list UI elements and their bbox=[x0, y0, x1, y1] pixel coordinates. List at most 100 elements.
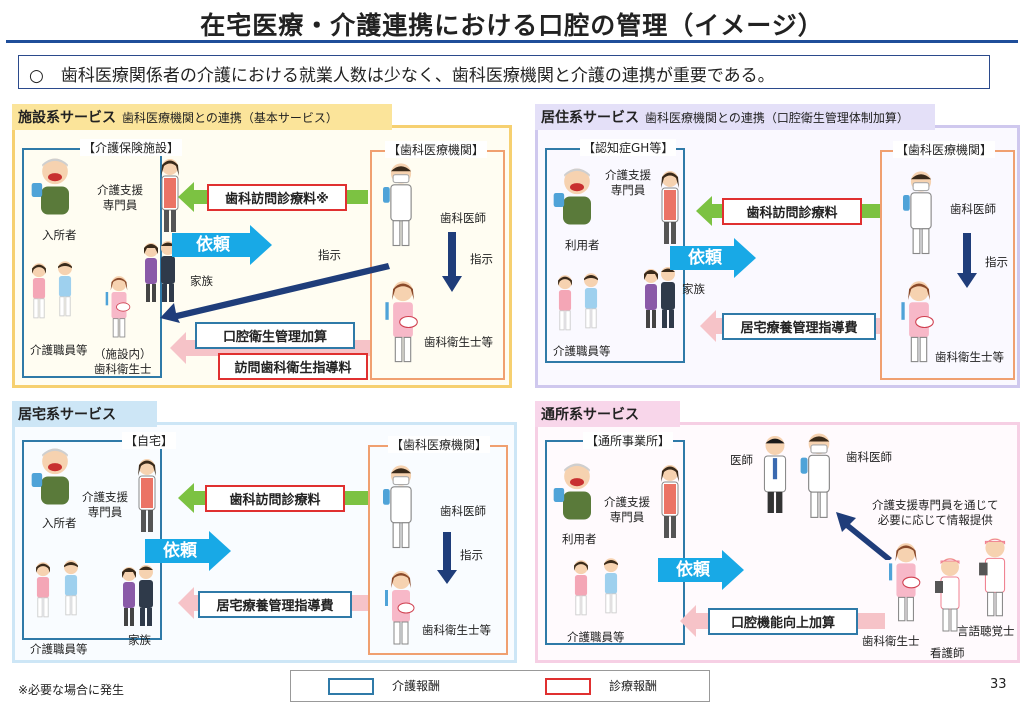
daycare-care-staff-label: 介護職員等 bbox=[567, 630, 625, 644]
residential-care-label: 【認知症GH等】 bbox=[580, 139, 677, 156]
residential-instruction-label: 指示 bbox=[985, 255, 1008, 269]
daycare-doctor-figure bbox=[756, 430, 794, 520]
legend-care-swatch bbox=[328, 678, 374, 695]
residential-request-arrow bbox=[670, 238, 756, 278]
page-title: 在宅医療・介護連携における口腔の管理（イメージ） bbox=[200, 11, 824, 40]
daycare-dentist-label: 歯科医師 bbox=[846, 450, 892, 464]
home-care-manager-figure bbox=[132, 456, 162, 536]
facility-dental-label: 【歯科医療機関】 bbox=[385, 141, 488, 158]
panel-residential-header: 居住系サービス歯科医療機関との連携（口腔衛生管理体制加算） bbox=[535, 104, 935, 130]
home-hygienist-figure bbox=[380, 568, 422, 648]
page-number: 33 bbox=[990, 677, 1007, 692]
residential-resident-figure bbox=[552, 165, 602, 235]
home-dental-label: 【歯科医療機関】 bbox=[388, 436, 491, 453]
facility-care-manager-label: 介護支援 専門員 bbox=[97, 183, 143, 212]
panel-residential-title: 居住系サービス bbox=[541, 110, 639, 126]
daycare-fee-oral-badge: 口腔機能向上加算 bbox=[708, 608, 858, 635]
home-staff-male bbox=[58, 551, 84, 625]
panel-residential-subtitle: 歯科医療機関との連携（口腔衛生管理体制加算） bbox=[645, 111, 909, 125]
home-fee-home-badge: 居宅療養管理指導費 bbox=[198, 591, 352, 618]
home-resident-label: 入所者 bbox=[42, 516, 77, 530]
facility-care-staff-label: 介護職員等 bbox=[30, 343, 88, 357]
facility-fee-guidance-badge: 訪問歯科衛生指導料 bbox=[218, 353, 368, 380]
facility-staff-female bbox=[26, 256, 52, 326]
residential-family-label: 家族 bbox=[682, 282, 705, 296]
facility-fee-oral-badge: 口腔衛生管理加算 bbox=[195, 322, 355, 349]
facility-instruction-down-arrow bbox=[442, 232, 462, 292]
panel-facility-header: 施設系サービス歯科医療機関との連携（基本サービス） bbox=[12, 104, 392, 130]
facility-fee-visit-badge: 歯科訪問診療料※ bbox=[207, 184, 347, 211]
panel-facility-subtitle: 歯科医療機関との連携（基本サービス） bbox=[122, 111, 338, 125]
summary-box: ○ 歯科医療関係者の介護における就業人数は少なく、歯科医療機関と介護の連携が重要… bbox=[18, 55, 990, 89]
daycare-info-label: 介護支援専門員を通じて 必要に応じて情報提供 bbox=[872, 498, 999, 527]
residential-fee-visit-badge: 歯科訪問診療料 bbox=[722, 198, 862, 225]
residential-staff-female bbox=[552, 268, 578, 338]
facility-hygienist-label: 歯科衛生士等 bbox=[424, 335, 493, 349]
home-care-label: 【自宅】 bbox=[122, 432, 177, 449]
daycare-info-arrow bbox=[836, 512, 892, 560]
residential-care-manager-figure bbox=[655, 168, 685, 248]
facility-care-label: 【介護保険施設】 bbox=[80, 139, 183, 156]
residential-hygienist-label: 歯科衛生士等 bbox=[935, 350, 1004, 364]
facility-family-label: 家族 bbox=[190, 274, 213, 288]
daycare-staff-female bbox=[568, 553, 594, 623]
home-request-label: 依頼 bbox=[163, 541, 197, 561]
panel-daycare-header: 通所系サービス bbox=[535, 401, 680, 427]
home-resident-figure bbox=[30, 445, 80, 515]
legend-box bbox=[290, 670, 710, 702]
home-request-arrow bbox=[145, 531, 231, 571]
legend-medical-swatch bbox=[545, 678, 591, 695]
daycare-st-label: 言語聴覚士 bbox=[957, 624, 1015, 638]
panel-daycare-title: 通所系サービス bbox=[541, 407, 639, 423]
home-dentist-figure bbox=[380, 462, 422, 552]
residential-hygienist-figure bbox=[898, 278, 940, 366]
facility-dentist-label: 歯科医師 bbox=[440, 211, 486, 225]
home-instruction-down-arrow bbox=[437, 532, 457, 584]
daycare-st-figure bbox=[975, 535, 1015, 620]
facility-instruction-diag-arrow bbox=[160, 263, 390, 323]
daycare-hygienist-figure bbox=[885, 540, 927, 625]
legend-care-label: 介護報酬 bbox=[392, 679, 441, 693]
facility-instruction-label: 指示 bbox=[470, 252, 493, 266]
facility-dentist-figure bbox=[380, 160, 422, 250]
residential-care-manager-label: 介護支援 専門員 bbox=[605, 168, 651, 197]
residential-request-label: 依頼 bbox=[688, 248, 722, 268]
home-care-manager-label: 介護支援 専門員 bbox=[82, 490, 128, 519]
daycare-care-manager-label: 介護支援 専門員 bbox=[604, 495, 650, 524]
residential-dentist-label: 歯科医師 bbox=[950, 202, 996, 216]
title-rule bbox=[6, 40, 1018, 43]
daycare-nurse-label: 看護師 bbox=[930, 646, 965, 660]
residential-care-staff-label: 介護職員等 bbox=[553, 344, 611, 358]
daycare-request-label: 依頼 bbox=[676, 560, 710, 580]
facility-resident-label: 入所者 bbox=[42, 228, 77, 242]
residential-dentist-figure bbox=[900, 168, 942, 258]
home-family-label: 家族 bbox=[128, 633, 151, 647]
facility-staff-male bbox=[52, 252, 78, 326]
daycare-resident-label: 利用者 bbox=[562, 532, 597, 546]
facility-instruction-diag-label: 指示 bbox=[318, 248, 341, 262]
daycare-dentist-figure bbox=[798, 430, 840, 522]
residential-resident-label: 利用者 bbox=[565, 238, 600, 252]
residential-dental-label: 【歯科医療機関】 bbox=[893, 141, 996, 158]
daycare-doctor-label: 医師 bbox=[730, 453, 753, 467]
residential-instruction-down-arrow bbox=[957, 233, 977, 288]
panel-home bbox=[12, 422, 517, 663]
facility-request-arrow bbox=[172, 225, 272, 265]
daycare-hygienist-label: 歯科衛生士 bbox=[862, 634, 920, 648]
facility-inhouse-hygienist-figure bbox=[104, 272, 134, 342]
facility-request-label: 依頼 bbox=[196, 235, 230, 255]
residential-staff-male bbox=[578, 264, 604, 338]
panel-home-header: 居宅系サービス bbox=[12, 401, 157, 427]
home-staff-female bbox=[30, 555, 56, 625]
footnote: ※必要な場合に発生 bbox=[18, 683, 125, 697]
legend-medical-label: 診療報酬 bbox=[609, 679, 658, 693]
daycare-care-manager-figure bbox=[655, 462, 685, 542]
daycare-care-label: 【通所事業所】 bbox=[583, 432, 674, 449]
panel-residential bbox=[535, 125, 1020, 388]
home-hygienist-label: 歯科衛生士等 bbox=[422, 623, 491, 637]
home-fee-visit-badge: 歯科訪問診療料 bbox=[205, 485, 345, 512]
facility-inhouse-hygienist-label: （施設内） 歯科衛生士 bbox=[94, 347, 152, 376]
daycare-request-arrow bbox=[658, 550, 744, 590]
daycare-resident-figure bbox=[552, 460, 602, 530]
residential-fee-home-badge: 居宅療養管理指導費 bbox=[722, 313, 876, 340]
